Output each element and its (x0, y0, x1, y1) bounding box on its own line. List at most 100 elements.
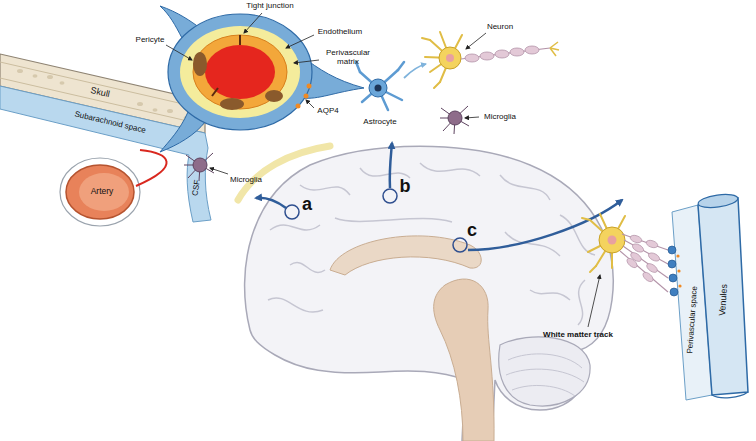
panel-pointer (256, 143, 622, 252)
neurovascular-unit (440, 106, 469, 134)
part-label: Microglia (230, 176, 262, 185)
part-label: Pericyte (136, 36, 165, 45)
leader-line (210, 168, 228, 174)
brain-illustration (290, 263, 325, 273)
panel-pointer (453, 238, 467, 252)
neurovascular-unit (193, 52, 207, 76)
meninges-illustration (153, 108, 158, 112)
white-matter-illustration (668, 246, 678, 296)
leader-line (465, 117, 479, 118)
meninges-illustration (60, 81, 65, 85)
neurovascular-unit (369, 79, 387, 97)
white-matter-illustration (608, 236, 617, 245)
neurovascular-unit (184, 153, 214, 181)
panel-pointer (383, 189, 397, 203)
white-matter-illustration (647, 251, 661, 262)
meninges-illustration (17, 69, 23, 73)
brain-illustration (270, 225, 320, 230)
brain-illustration (512, 385, 575, 396)
neurovascular-unit (307, 84, 312, 89)
part-label: Venules (718, 284, 730, 317)
part-label: Microglia (484, 113, 516, 122)
panel-pointer (285, 205, 299, 219)
part-label: Endothelium (318, 28, 362, 37)
part-label: Subarachnoid space (73, 110, 146, 135)
white-matter-illustration (678, 284, 681, 287)
brain-illustration (238, 146, 330, 200)
leader-line (286, 35, 314, 48)
white-matter-illustration (645, 262, 659, 274)
meninges-illustration (66, 165, 134, 219)
white-matter-illustration (668, 260, 676, 268)
neurovascular-unit (422, 32, 462, 88)
white-matter-illustration (629, 234, 642, 244)
neurovascular-unit (193, 158, 207, 172)
neurovascular-unit (440, 106, 469, 134)
white-matter-illustration (622, 234, 668, 250)
neurovascular-unit (265, 90, 283, 102)
part-label: Tight junction (246, 2, 293, 11)
neurovascular-unit (465, 54, 479, 62)
white-matter-illustration (620, 251, 668, 292)
neurovascular-unit (375, 85, 382, 92)
neurovascular-unit (398, 62, 404, 70)
neurovascular-unit (356, 62, 404, 110)
white-matter-illustration (670, 288, 678, 296)
leader-line (306, 100, 314, 108)
neurovascular-unit (304, 94, 309, 99)
neurovascular-unit (404, 64, 426, 78)
meninges-illustration (136, 150, 167, 186)
white-matter-illustration (669, 274, 677, 282)
brain-illustration (335, 218, 452, 222)
neurovascular-unit (168, 14, 312, 130)
brain-illustration (268, 298, 323, 312)
neurovascular-unit (296, 104, 301, 109)
panel-letter: b (400, 177, 411, 197)
white-matter-illustration (677, 269, 680, 272)
neurovascular-unit (422, 38, 430, 40)
panel-pointer (256, 198, 286, 208)
part-label: Perivascular space (686, 286, 699, 354)
leader-line (588, 275, 600, 327)
brain-illustration (506, 354, 584, 396)
part-label: Neuron (487, 23, 513, 32)
neurovascular-unit (193, 35, 287, 109)
part-label: CSF (191, 179, 202, 196)
panel-letter: a (302, 195, 312, 215)
meninges-illustration (79, 173, 129, 211)
meninges-illustration (60, 158, 140, 226)
leader-line (166, 45, 192, 60)
white-matter-illustration (620, 234, 668, 292)
neurovascular-unit (160, 6, 559, 181)
white-matter-illustration (599, 227, 625, 253)
neurovascular-unit (205, 45, 275, 99)
white-matter-illustration (676, 254, 679, 257)
brain-illustration (300, 185, 350, 195)
meninges-illustration (0, 86, 211, 222)
brain-illustration (530, 290, 570, 300)
white-matter-illustration (698, 198, 748, 395)
white-matter-illustration (668, 246, 676, 254)
white-matter-illustration (625, 234, 661, 284)
brain-illustration (506, 369, 584, 382)
meninges-illustration (47, 75, 53, 79)
white-matter-illustration (712, 392, 748, 398)
brain-illustration (508, 354, 582, 368)
part-label: AQP4 (317, 107, 338, 116)
brain-illustration (499, 337, 590, 406)
leader-line (294, 60, 319, 63)
white-matter-illustration (625, 257, 638, 270)
neurovascular-unit (510, 48, 524, 56)
neurovascular-unit (495, 50, 509, 58)
neurovascular-unit (220, 98, 244, 110)
meninges-illustration (33, 74, 38, 78)
brain-illustration (578, 280, 585, 325)
panel-pointer (390, 143, 392, 188)
part-label: Perivascular matrix (320, 49, 376, 67)
white-matter-illustration (582, 214, 625, 272)
brain-illustration (238, 146, 613, 441)
neurovascular-unit (434, 82, 440, 88)
white-matter-illustration (641, 271, 654, 284)
